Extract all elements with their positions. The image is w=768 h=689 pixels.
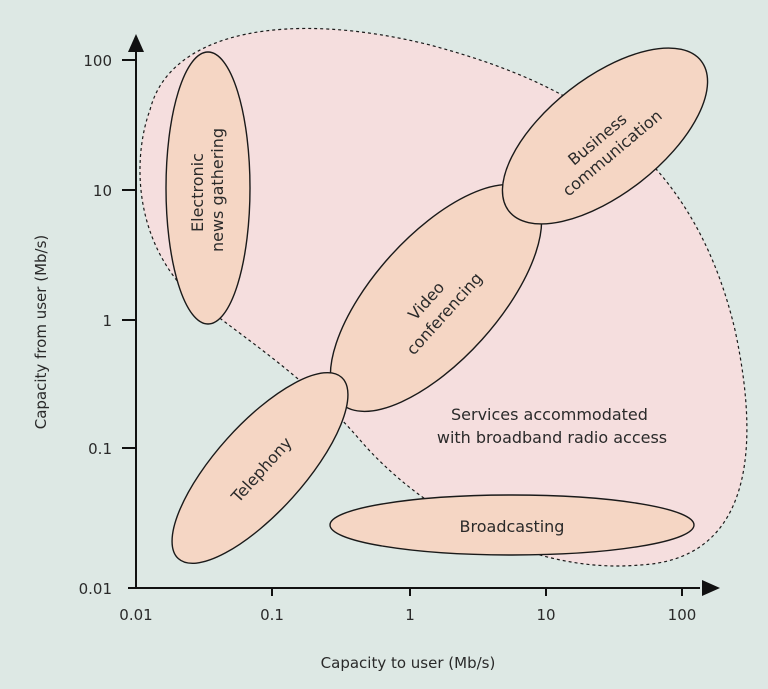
- news-gathering-line2: news gathering: [208, 128, 227, 252]
- y-tick-label-100: 100: [83, 52, 112, 70]
- y-axis-arrow: [128, 34, 144, 52]
- y-tick-label-10: 10: [93, 182, 112, 200]
- broadcasting-ellipse: [329, 494, 695, 556]
- x-axis-arrow: [702, 580, 720, 596]
- x-ticks: [271, 588, 683, 596]
- x-tick-label-100: 100: [668, 606, 697, 624]
- news-gathering-line1: Electronic: [188, 153, 207, 232]
- y-tick-label-0.1: 0.1: [88, 440, 112, 458]
- news-gathering-label: Electronic news gathering: [188, 128, 227, 252]
- broadband-region-line2: with broadband radio access: [437, 428, 667, 447]
- broadband-region-label: Services accommodated with broadband rad…: [437, 405, 667, 447]
- x-tick-label-0.01: 0.01: [119, 606, 152, 624]
- broadcasting-label: Broadcasting: [460, 517, 565, 536]
- business-communication-ellipse: [501, 47, 709, 225]
- x-tick-label-1: 1: [405, 606, 415, 624]
- y-tick-label-0.01: 0.01: [79, 580, 112, 598]
- y-tick-label-1: 1: [102, 312, 112, 330]
- x-tick-label-10: 10: [536, 606, 555, 624]
- broadband-region-line1: Services accommodated: [451, 405, 648, 424]
- x-tick-label-0.1: 0.1: [260, 606, 284, 624]
- telephony-ellipse: [171, 371, 349, 565]
- x-axis-title: Capacity to user (Mb/s): [321, 654, 496, 672]
- y-ticks: [122, 59, 136, 449]
- news-gathering-ellipse: [165, 51, 251, 325]
- y-axis-title: Capacity from user (Mb/s): [32, 235, 50, 430]
